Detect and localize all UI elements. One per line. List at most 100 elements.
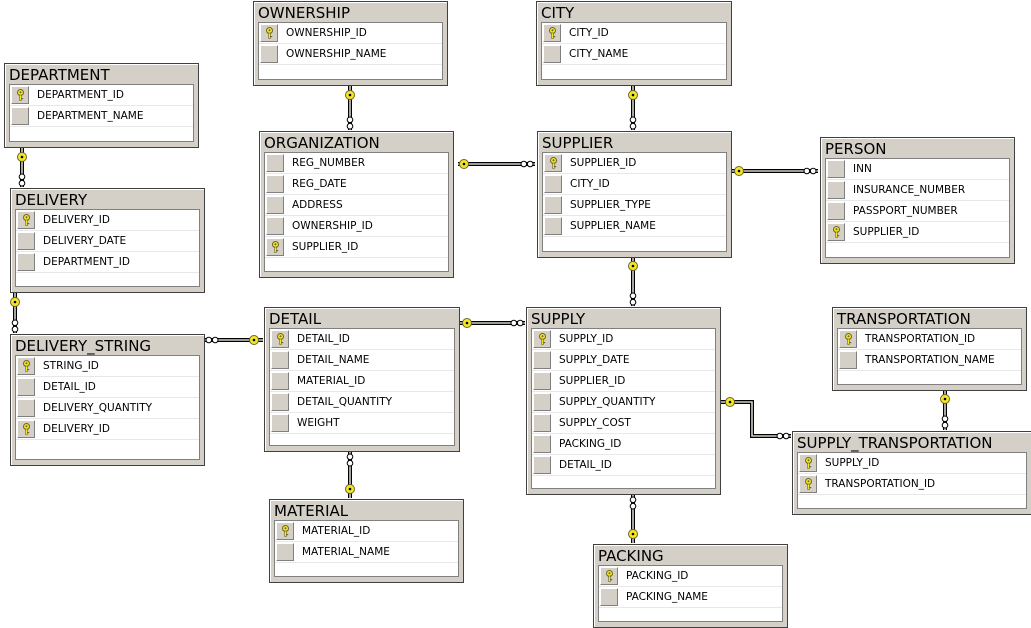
row-selector[interactable] (533, 435, 551, 453)
column-row[interactable]: SUPPLIER_NAME (543, 216, 726, 237)
table-title[interactable]: ORGANIZATION (264, 134, 380, 152)
row-selector[interactable] (600, 567, 618, 585)
column-row[interactable]: OWNERSHIP_ID (265, 216, 448, 237)
column-row[interactable]: OWNERSHIP_NAME (259, 44, 442, 65)
column-row[interactable]: DELIVERY_QUANTITY (16, 398, 199, 419)
row-selector[interactable] (17, 399, 35, 417)
table-title[interactable]: DEPARTMENT (9, 66, 110, 84)
row-selector[interactable] (17, 211, 35, 229)
row-selector[interactable] (600, 588, 618, 606)
column-row[interactable]: SUPPLY_QUANTITY (532, 392, 715, 413)
column-row[interactable]: SUPPLY_ID (532, 329, 715, 350)
table-title[interactable]: PACKING (598, 547, 664, 565)
column-row[interactable]: DETAIL_NAME (270, 350, 454, 371)
column-row[interactable]: WEIGHT (270, 413, 454, 434)
table-title[interactable]: DETAIL (269, 310, 322, 328)
column-row[interactable]: SUPPLIER_ID (543, 153, 726, 174)
row-selector[interactable] (266, 196, 284, 214)
column-row[interactable]: PACKING_ID (599, 566, 782, 587)
row-selector[interactable] (260, 24, 278, 42)
table-title[interactable]: SUPPLY (531, 310, 586, 328)
row-selector[interactable] (11, 107, 29, 125)
row-selector[interactable] (544, 196, 562, 214)
row-selector[interactable] (544, 217, 562, 235)
table-title[interactable]: SUPPLIER (542, 134, 614, 152)
table-title[interactable]: DELIVERY_STRING (15, 337, 152, 355)
row-selector[interactable] (827, 160, 845, 178)
row-selector[interactable] (271, 351, 289, 369)
column-row[interactable]: DELIVERY_ID (16, 419, 199, 440)
column-row[interactable]: ADDRESS (265, 195, 448, 216)
row-selector[interactable] (533, 372, 551, 390)
row-selector[interactable] (276, 543, 294, 561)
row-selector[interactable] (533, 456, 551, 474)
column-row[interactable]: TRANSPORTATION_NAME (838, 350, 1021, 371)
table-title[interactable]: PERSON (825, 140, 887, 158)
column-row[interactable]: DETAIL_ID (270, 329, 454, 350)
table-title[interactable]: SUPPLY_TRANSPORTATION (797, 434, 993, 452)
column-row[interactable]: DELIVERY_DATE (16, 231, 199, 252)
table-title[interactable]: CITY (541, 4, 575, 22)
column-row[interactable]: SUPPLIER_ID (826, 222, 1009, 243)
column-row[interactable]: PASSPORT_NUMBER (826, 201, 1009, 222)
column-row[interactable]: TRANSPORTATION_ID (838, 329, 1021, 350)
row-selector[interactable] (266, 238, 284, 256)
row-selector[interactable] (17, 420, 35, 438)
column-row[interactable]: REG_DATE (265, 174, 448, 195)
column-row[interactable]: MATERIAL_ID (270, 371, 454, 392)
row-selector[interactable] (544, 154, 562, 172)
row-selector[interactable] (533, 330, 551, 348)
row-selector[interactable] (827, 202, 845, 220)
row-selector[interactable] (17, 232, 35, 250)
table-title[interactable]: TRANSPORTATION (837, 310, 971, 328)
column-row[interactable]: DELIVERY_ID (16, 210, 199, 231)
column-row[interactable]: CITY_NAME (542, 44, 726, 65)
column-row[interactable]: DEPARTMENT_ID (10, 85, 193, 106)
column-row[interactable]: INN (826, 159, 1009, 180)
row-selector[interactable] (533, 351, 551, 369)
row-selector[interactable] (11, 86, 29, 104)
column-row[interactable]: SUPPLY_DATE (532, 350, 715, 371)
row-selector[interactable] (266, 175, 284, 193)
table-title[interactable]: DELIVERY (15, 191, 88, 209)
column-row[interactable]: DEPARTMENT_NAME (10, 106, 193, 127)
column-row[interactable]: REG_NUMBER (265, 153, 448, 174)
column-row[interactable]: DEPARTMENT_ID (16, 252, 199, 273)
row-selector[interactable] (260, 45, 278, 63)
column-row[interactable]: SUPPLIER_ID (532, 371, 715, 392)
row-selector[interactable] (271, 372, 289, 390)
column-row[interactable]: CITY_ID (543, 174, 726, 195)
column-row[interactable]: SUPPLY_ID (798, 453, 1026, 474)
column-row[interactable]: SUPPLY_COST (532, 413, 715, 434)
row-selector[interactable] (266, 217, 284, 235)
row-selector[interactable] (17, 378, 35, 396)
row-selector[interactable] (533, 414, 551, 432)
row-selector[interactable] (543, 24, 561, 42)
row-selector[interactable] (271, 414, 289, 432)
column-row[interactable]: PACKING_ID (532, 434, 715, 455)
row-selector[interactable] (839, 351, 857, 369)
row-selector[interactable] (271, 393, 289, 411)
column-row[interactable]: DETAIL_ID (16, 377, 199, 398)
column-row[interactable]: TRANSPORTATION_ID (798, 474, 1026, 495)
row-selector[interactable] (543, 45, 561, 63)
column-row[interactable]: OWNERSHIP_ID (259, 23, 442, 44)
row-selector[interactable] (799, 454, 817, 472)
table-title[interactable]: OWNERSHIP (258, 4, 351, 22)
row-selector[interactable] (276, 522, 294, 540)
row-selector[interactable] (266, 154, 284, 172)
row-selector[interactable] (17, 357, 35, 375)
row-selector[interactable] (839, 330, 857, 348)
column-row[interactable]: SUPPLIER_TYPE (543, 195, 726, 216)
